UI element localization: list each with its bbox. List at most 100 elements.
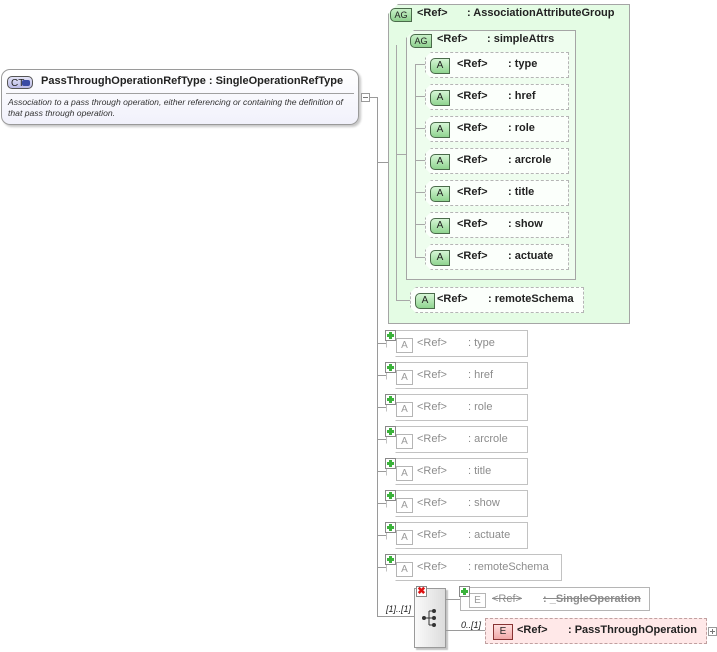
attribute-actuate-collapsed[interactable]: A <Ref> : actuate [386,522,528,549]
connector [396,154,406,155]
connector [415,192,425,193]
attribute-name: : remoteSchema [488,293,574,305]
complex-type-title: PassThroughOperationRefType : SingleOper… [41,75,344,87]
attribute-group-badge: AG [390,8,412,22]
attribute-name: : type [468,337,495,349]
attribute-badge: A [396,530,413,545]
attribute-show-collapsed[interactable]: A <Ref> : show [386,490,528,517]
ref-label: <Ref> [437,33,468,45]
connector [377,407,386,408]
attribute-remote-schema-collapsed[interactable]: A <Ref> : remoteSchema [386,554,562,581]
connector [377,162,388,163]
ref-label: <Ref> [417,497,447,509]
attribute-name: : href [468,369,494,381]
attribute-type[interactable]: A <Ref> : type [425,52,569,78]
expand-plus-icon[interactable] [385,458,396,469]
element-name: : PassThroughOperation [568,624,697,636]
attribute-name: : show [468,497,500,509]
connector [377,616,414,617]
element-single-operation[interactable]: E <Ref> : _SingleOperation [460,587,650,611]
ref-label: <Ref> [457,58,488,70]
attribute-badge: A [396,370,413,385]
attribute-name: : title [468,465,492,477]
ref-label: <Ref> [417,337,447,349]
attribute-name: : type [508,58,538,70]
attribute-title[interactable]: A <Ref> : title [425,180,569,206]
expand-plus-icon[interactable] [385,394,396,405]
attribute-name: : remoteSchema [468,561,549,573]
connector [377,375,386,376]
attribute-name: : actuate [468,529,511,541]
expand-plus-icon[interactable] [459,586,470,597]
expand-plus-icon[interactable] [385,362,396,373]
expand-plus-icon[interactable] [385,426,396,437]
attribute-name: : arcrole [468,433,508,445]
attribute-actuate[interactable]: A <Ref> : actuate [425,244,569,270]
group-name: : simpleAttrs [487,33,555,45]
attribute-name: : href [508,90,536,102]
expand-plus-icon[interactable] [385,522,396,533]
attribute-role[interactable]: A <Ref> : role [425,116,569,142]
ref-label: <Ref> [417,529,447,541]
connector [377,471,386,472]
attribute-href[interactable]: A <Ref> : href [425,84,569,110]
complex-type-box[interactable]: CT PassThroughOperationRefType : SingleO… [1,69,359,125]
ref-label: <Ref> [457,218,488,230]
attribute-show[interactable]: A <Ref> : show [425,212,569,238]
attribute-arcrole-collapsed[interactable]: A <Ref> : arcrole [386,426,528,453]
connector [415,64,425,65]
attribute-arcrole[interactable]: A <Ref> : arcrole [425,148,569,174]
ref-label: <Ref> [417,7,448,19]
attribute-badge: A [430,154,450,170]
ref-label: <Ref> [457,250,488,262]
divider [6,93,354,94]
attribute-name: : show [508,218,543,230]
connector [445,599,460,600]
ref-label: <Ref> [457,154,488,166]
connector [377,97,378,617]
attribute-role-collapsed[interactable]: A <Ref> : role [386,394,528,421]
attribute-badge: A [396,434,413,449]
complex-type-description: Association to a pass through operation,… [8,97,343,118]
connector [415,257,425,258]
connector [415,64,416,258]
connector [377,567,386,568]
connector [415,128,425,129]
attribute-badge: A [430,250,450,266]
element-badge: E [469,593,486,608]
attribute-title-collapsed[interactable]: A <Ref> : title [386,458,528,485]
ref-label: <Ref> [417,561,447,573]
attribute-remote-schema[interactable]: A <Ref> : remoteSchema [410,287,584,313]
attribute-group-badge: AG [410,34,432,48]
expand-plus-icon[interactable] [385,330,396,341]
choice-icon [422,609,436,627]
element-name: : _SingleOperation [543,593,641,605]
element-multiplicity: 0..[1] [461,620,482,630]
element-pass-through-operation[interactable]: E <Ref> : PassThroughOperation [485,618,707,644]
attribute-name: : arcrole [508,154,552,166]
choice-compositor[interactable] [414,588,446,648]
ref-label: <Ref> [457,186,488,198]
attribute-type-collapsed[interactable]: A <Ref> : type [386,330,528,357]
expand-plus-icon[interactable] [385,490,396,501]
connector [377,343,386,344]
attribute-badge: A [396,466,413,481]
expand-plus-icon[interactable] [385,554,396,565]
minus-icon [22,80,30,86]
connector [415,224,425,225]
attribute-href-collapsed[interactable]: A <Ref> : href [386,362,528,389]
ref-label: <Ref> [492,593,522,605]
attribute-badge: A [415,293,435,309]
attribute-name: : actuate [508,250,554,262]
attribute-badge: A [430,90,450,106]
element-badge: E [493,624,513,640]
attribute-badge: A [430,186,450,202]
collapse-button[interactable] [361,93,370,102]
close-x-icon[interactable]: ✖ [416,586,427,597]
connector [377,439,386,440]
choice-multiplicity: [1]..[1] [386,604,412,614]
expand-button[interactable] [708,627,717,636]
ref-label: <Ref> [417,465,447,477]
complex-type-badge: CT [7,76,33,89]
ref-label: <Ref> [417,369,447,381]
